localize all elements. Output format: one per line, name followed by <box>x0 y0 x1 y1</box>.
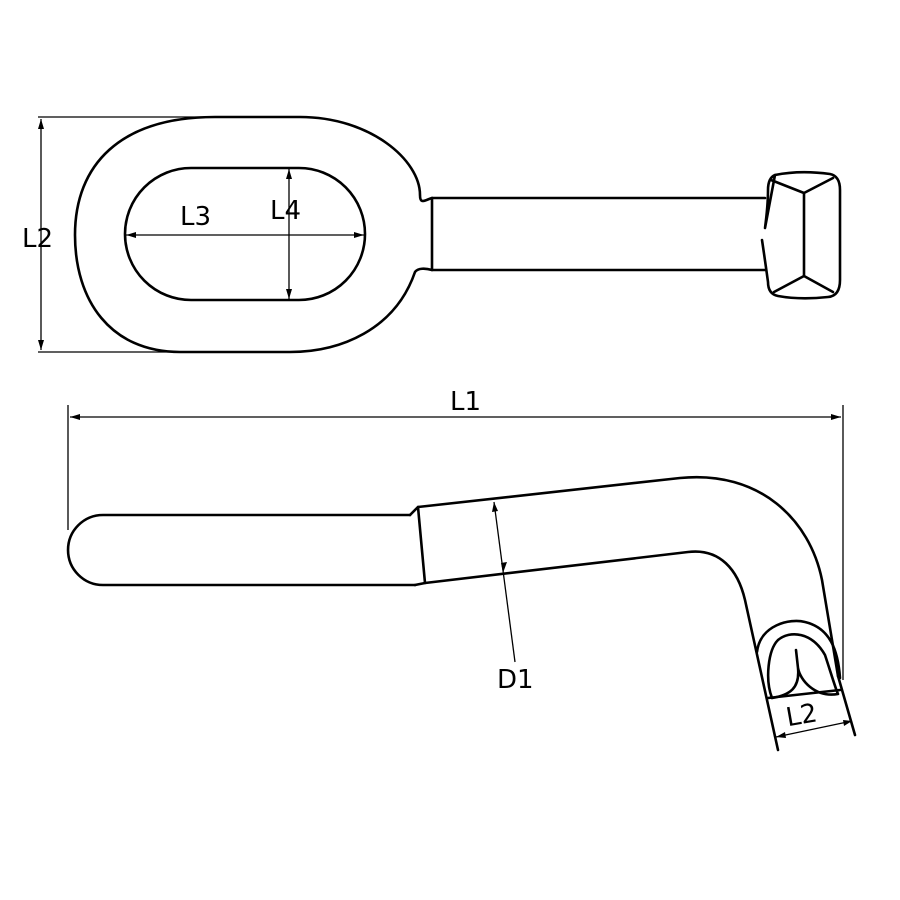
label-l2-top: L2 <box>22 224 53 254</box>
bar-bent-inner <box>423 550 780 752</box>
dimension-d1: D1 <box>492 501 534 695</box>
hex-head-edges <box>769 176 835 294</box>
label-l1: L1 <box>450 387 481 417</box>
dimension-l4: L4 <box>270 169 301 299</box>
hex-head <box>760 170 842 300</box>
end-face <box>766 688 842 700</box>
dimension-l1: L1 <box>67 387 844 680</box>
eye-slot <box>123 166 367 302</box>
side-view <box>66 475 857 752</box>
label-l3: L3 <box>180 202 211 232</box>
socket-opening <box>755 619 842 700</box>
dimension-l2-top: L2 <box>22 116 215 353</box>
bar-step <box>408 505 427 587</box>
label-l2-side: L2 <box>784 698 820 733</box>
bar-straight <box>66 513 417 587</box>
label-d1: D1 <box>497 665 534 695</box>
top-view <box>73 115 842 354</box>
label-l4: L4 <box>270 196 301 226</box>
bar-bent-outer <box>416 475 840 678</box>
dimension-l3: L3 <box>126 202 364 238</box>
dimension-l2-side: L2 <box>775 698 853 738</box>
bar-end-right <box>836 674 857 737</box>
eye-ring-outer <box>73 115 434 354</box>
